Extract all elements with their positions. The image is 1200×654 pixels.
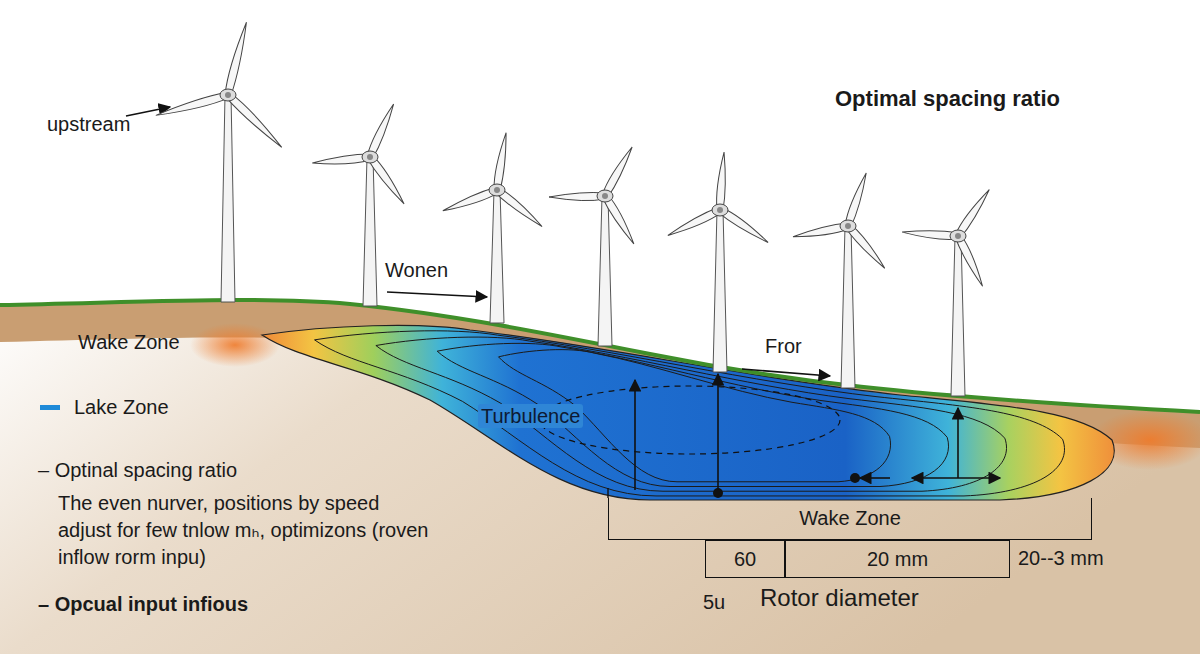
blade: [224, 21, 251, 96]
legend-entry: Lake Zone: [40, 396, 169, 419]
glow: [190, 323, 280, 367]
wind-turbine: [549, 145, 637, 346]
hub: [845, 223, 851, 229]
blade: [366, 102, 398, 158]
box-text: Wake Zone: [799, 507, 901, 530]
blade: [492, 132, 510, 191]
nacelle: [362, 151, 378, 163]
nacelle: [220, 89, 236, 101]
hub: [602, 193, 608, 199]
tower: [221, 95, 235, 302]
title: Optimal spacing ratio: [835, 86, 1060, 112]
dimension-label: Rotor diameter: [760, 584, 919, 613]
nacelle: [489, 184, 505, 196]
note-heading: – Opcual input infious: [38, 592, 248, 616]
tower: [598, 196, 612, 346]
blade: [844, 172, 871, 227]
dimension-label: 5u: [703, 590, 725, 614]
hub: [717, 207, 723, 213]
wind-turbine: [441, 132, 544, 323]
dot: [850, 473, 860, 483]
blade: [902, 228, 958, 241]
zone-label: Turbulence: [478, 404, 583, 428]
note-body: The even nurver, positions by speed adju…: [58, 490, 430, 571]
hub: [225, 92, 231, 98]
flow-arrow: [717, 374, 719, 493]
dimension-label: 20--3 mm: [1018, 546, 1104, 570]
bracket-line: [607, 488, 608, 498]
hub: [955, 233, 961, 239]
flow-label: Wonen: [385, 258, 448, 282]
contour-line: [437, 343, 948, 486]
flow-label: Fror: [765, 334, 802, 358]
flow-arrow: [912, 477, 1000, 479]
flow-label: upstream: [47, 112, 130, 136]
flow-arrow: [957, 408, 959, 478]
legend-text: Lake Zone: [74, 396, 169, 419]
wind-turbine: [666, 152, 770, 372]
nacelle: [597, 190, 613, 202]
wake-region: [262, 325, 1114, 500]
box-text: 60: [734, 548, 756, 571]
flow-arrow: [634, 380, 636, 490]
nacelle: [950, 230, 966, 242]
blade: [312, 154, 370, 167]
hub: [367, 154, 373, 160]
nacelle: [712, 204, 728, 216]
wind-turbine: [155, 21, 285, 302]
bracket-box: Wake Zone: [608, 498, 1092, 540]
tower: [490, 190, 504, 323]
box-text: 20 mm: [867, 548, 928, 571]
dot: [713, 488, 723, 498]
legend-swatch: [40, 405, 60, 410]
blade: [226, 92, 285, 151]
tower: [841, 226, 855, 388]
wind-turbine: [792, 172, 887, 388]
tower: [363, 157, 377, 306]
turbulence-outline: [540, 386, 840, 454]
hub: [494, 187, 500, 193]
wind-turbine: [902, 187, 993, 396]
zone-label: Wake Zone: [78, 330, 180, 354]
blade: [715, 152, 728, 210]
tower: [713, 210, 727, 372]
blade: [155, 92, 230, 119]
nacelle: [840, 220, 856, 232]
tower: [951, 236, 965, 396]
flow-arrow: [742, 369, 830, 376]
turbines: [155, 21, 993, 396]
earth: [0, 300, 1200, 654]
table-cell: 60: [705, 540, 785, 578]
flow-arrow: [860, 477, 890, 479]
flow-arrow: [387, 292, 487, 297]
table-cell: 20 mm: [785, 540, 1010, 578]
note-heading: – Optinal spacing ratio: [38, 458, 237, 482]
